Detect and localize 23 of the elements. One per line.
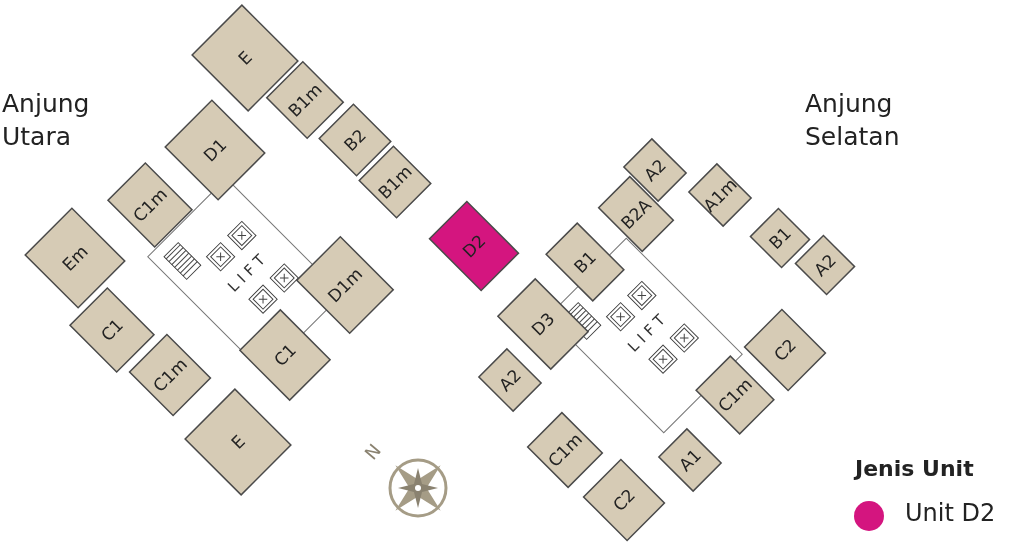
unit-code: B1 [570, 247, 600, 277]
unit-code: C2 [769, 334, 801, 366]
unit-code: B1 [765, 223, 795, 253]
unit-code: B2A [616, 194, 656, 234]
unit-code: B2 [340, 125, 370, 155]
unit-code: E [227, 431, 249, 453]
unit-code: E [234, 47, 256, 69]
unit-code: A2 [640, 155, 670, 185]
unit-code: C1 [96, 314, 128, 346]
wing-name: Anjung Selatan [805, 88, 901, 153]
unit-code: D2 [458, 230, 490, 262]
unit-code: Em [58, 241, 92, 275]
legend-label: Unit D2 [905, 498, 996, 529]
unit-code: A1 [675, 445, 705, 475]
unit-code: D1 [199, 134, 231, 166]
unit-code: D3 [527, 308, 559, 340]
legend-title: Jenis Unit [855, 455, 974, 483]
unit-code: C1 [269, 339, 301, 371]
wing-name: Anjung Utara [2, 88, 91, 153]
north-label: N [359, 439, 386, 465]
unit-code: C2 [608, 484, 640, 516]
unit-code: A2 [495, 365, 525, 395]
unit-code: A2 [810, 250, 840, 280]
